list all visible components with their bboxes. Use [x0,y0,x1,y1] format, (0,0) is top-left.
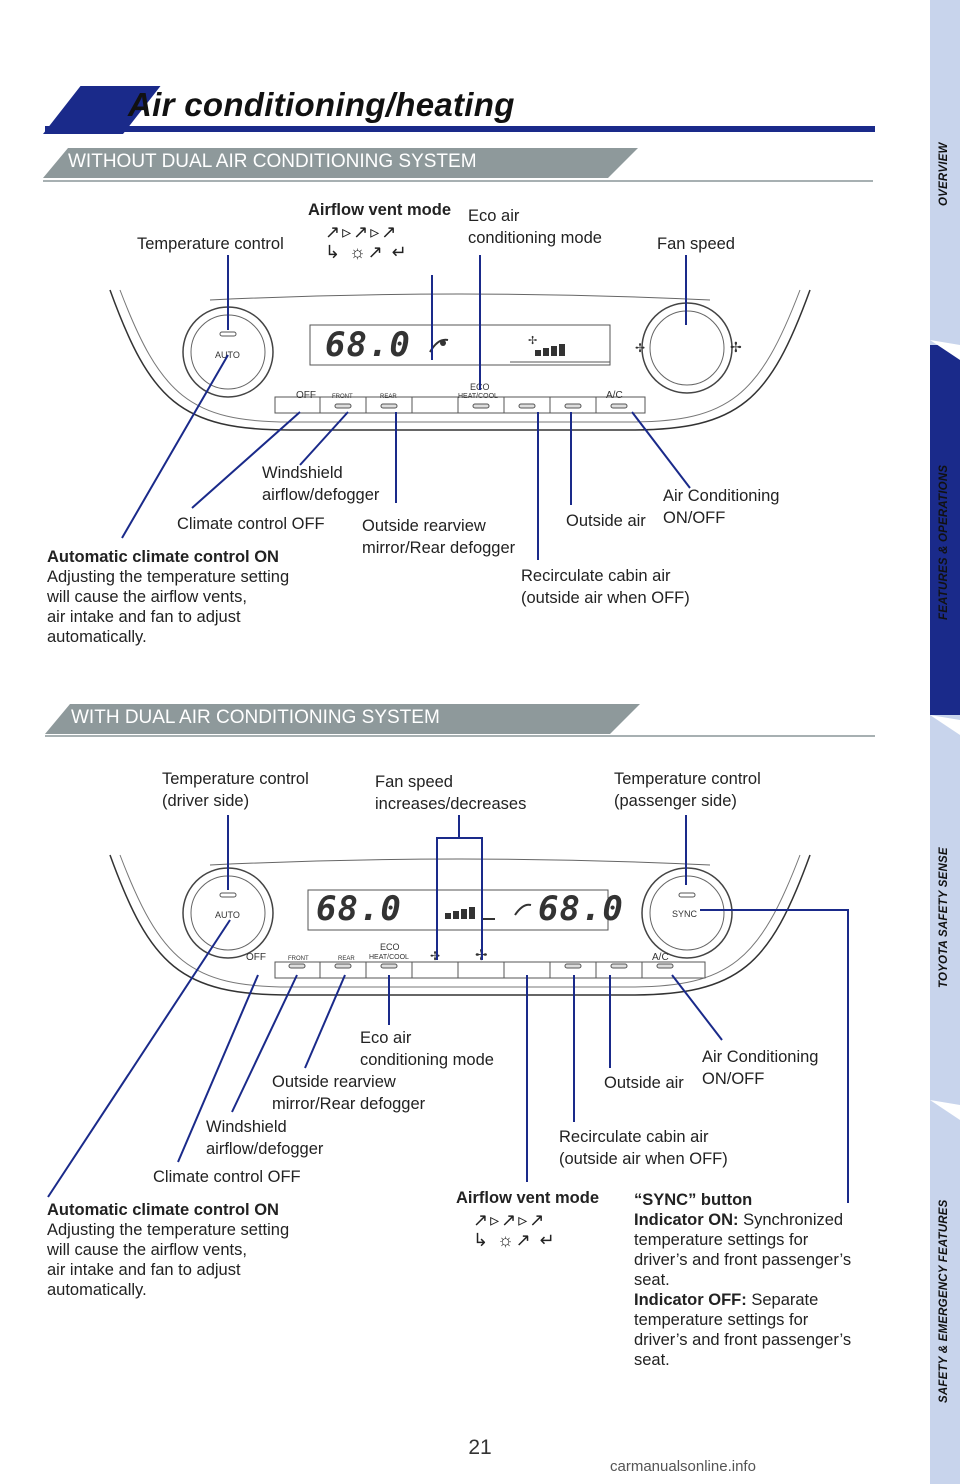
nav-tab-safety-emergency[interactable]: SAFETY & EMERGENCY FEATURES [930,1105,960,1484]
s1-fan-speed-label: Fan speed [657,235,735,253]
s2-fan-label2: increases/decreases [375,795,527,813]
svg-text:✢: ✢ [635,341,645,355]
s1-auto-title: Automatic climate control ON [47,548,279,566]
s1-ac-label1: Air Conditioning [663,487,780,505]
s1-rearview-label1: Outside rearview [362,517,486,535]
s1-windshield-label1: Windshield [262,464,343,482]
s2-temp-pass-label1: Temperature control [614,770,761,788]
s2-auto-line1: Adjusting the temperature setting [47,1221,290,1239]
svg-text:✢: ✢ [528,335,537,347]
s1-recirc-label1: Recirculate cabin air [521,567,671,585]
s2-auto-line3: air intake and fan to adjust [47,1261,241,1279]
section2-display-temp-left: 68.0 [316,889,402,929]
s2-sync-title: “SYNC” button [634,1191,753,1209]
s2-temp-driver-label1: Temperature control [162,770,309,788]
s2-sync-on-line2: temperature settings for [634,1231,809,1249]
s2-rearview-label2: mirror/Rear defogger [272,1095,426,1113]
s1-airflow-mode-icons: ↗▹↗▹↗↳ ☼↗ ↵ [325,222,409,262]
section2-display-temp-right: 68.0 [538,889,624,929]
s2-fan-label1: Fan speed [375,773,453,791]
s2-sync-off-line1: Separate [751,1291,819,1309]
s2-windshield-label2: airflow/defogger [206,1140,324,1158]
s2-auto-line4: automatically. [47,1281,147,1299]
s2-temp-driver-label2: (driver side) [162,792,250,810]
s2-recirc-label2: (outside air when OFF) [559,1150,728,1168]
section2-control-panel: ✢ ✢ [109,854,811,996]
s2-windshield-label1: Windshield [206,1118,287,1136]
s1-auto-line2: will cause the airflow vents, [47,588,247,606]
s2-airflow-vent-mode-label: Airflow vent mode [456,1189,600,1207]
s2-sync-on-line1: Synchronized [743,1211,844,1229]
section1-header: WITHOUT DUAL AIR CONDITIONING SYSTEM [68,151,477,172]
s1-temperature-control-label: Temperature control [137,235,284,253]
s2-climate-off-label: Climate control OFF [153,1168,301,1186]
nav-tab-features-operations[interactable]: FEATURES & OPERATIONS [930,345,960,715]
side-nav: OVERVIEW FEATURES & OPERATIONS TOYOTA SA… [930,0,960,1484]
section2-header-shape [45,704,640,734]
s2-rearview-label1: Outside rearview [272,1073,396,1091]
s2-sync-on-line4: seat. [634,1271,670,1289]
s2-auto-title: Automatic climate control ON [47,1201,279,1219]
s2-sync-on-label: Indicator ON: [634,1211,739,1229]
s1-windshield-label2: airflow/defogger [262,486,380,504]
watermark: carmanualsonline.info [610,1458,756,1475]
section1-display-temp: 68.0 [325,325,411,365]
page-title: Air conditioning/heating [128,86,515,123]
s2-outside-air-label: Outside air [604,1074,684,1092]
s2-sync-off-line4: seat. [634,1351,670,1369]
section2-rule [45,735,875,737]
nav-tab-toyota-safety-sense[interactable]: TOYOTA SAFETY SENSE [930,720,960,1100]
title-underline [45,126,875,132]
svg-text:✢: ✢ [730,339,742,355]
s1-rearview-label2: mirror/Rear defogger [362,539,516,557]
s1-ac-label2: ON/OFF [663,509,726,527]
svg-text:✢: ✢ [430,949,440,963]
s1-auto-line3: air intake and fan to adjust [47,608,241,626]
s2-sync-on-line3: driver’s and front passenger’s [634,1251,852,1269]
s2-ac-label1: Air Conditioning [702,1048,819,1066]
s2-temp-pass-label2: (passenger side) [614,792,737,810]
s1-outside-air-label: Outside air [566,512,646,530]
section1-control-panel: ✢ ✢ ✢ [109,289,811,431]
s1-auto-line4: automatically. [47,628,147,646]
s1-auto-description: Automatic climate control ON Adjusting t… [47,547,289,647]
s1-auto-line1: Adjusting the temperature setting [47,568,290,586]
s2-ac-label2: ON/OFF [702,1070,765,1088]
s1-airflow-vent-mode-label: Airflow vent mode [308,201,452,219]
section2-header: WITH DUAL AIR CONDITIONING SYSTEM [71,707,440,728]
nav-separators [930,340,960,1120]
s1-climate-off-label: Climate control OFF [177,515,325,533]
s2-auto-line2: will cause the airflow vents, [47,1241,247,1259]
s2-sync-off-line3: driver’s and front passenger’s [634,1331,852,1349]
s1-eco-air-label1: Eco air [468,207,520,225]
nav-tab-overview[interactable]: OVERVIEW [930,0,960,340]
section1-rule [43,180,873,182]
s1-recirc-label2: (outside air when OFF) [521,589,690,607]
s2-sync-off-line2: temperature settings for [634,1311,809,1329]
s2-recirc-label1: Recirculate cabin air [559,1128,709,1146]
s2-auto-description: Automatic climate control ON Adjusting t… [47,1200,289,1300]
s2-sync-description: “SYNC” button Indicator ON: Synchronized… [634,1190,851,1370]
s2-airflow-mode-icons: ↗▹↗▹↗↳ ☼↗ ↵ [473,1210,557,1250]
s2-eco-label1: Eco air [360,1029,412,1047]
section1-header-shape [43,148,638,178]
page-number: 21 [468,1436,492,1459]
s2-sync-off-label: Indicator OFF: [634,1291,747,1309]
s1-eco-air-label2: conditioning mode [468,229,602,247]
s2-eco-label2: conditioning mode [360,1051,494,1069]
